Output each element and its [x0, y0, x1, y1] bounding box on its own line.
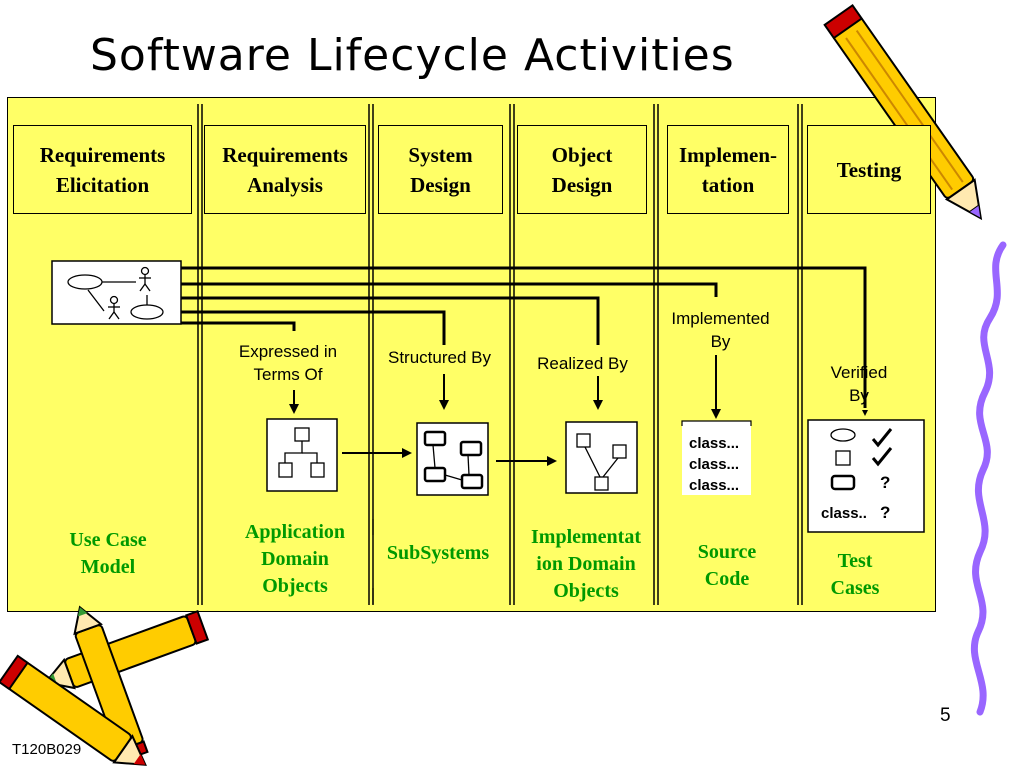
- header-line: System: [408, 142, 473, 167]
- unknown-mark: ?: [880, 503, 891, 522]
- output-line: Domain: [261, 548, 329, 570]
- label-line: Expressed in: [238, 342, 338, 361]
- use-case-diagram-icon: [51, 260, 182, 325]
- output-line: SubSystems: [386, 542, 490, 564]
- label-line: By: [849, 386, 869, 405]
- label-line: Verified: [830, 363, 888, 382]
- header-line: Testing: [836, 157, 902, 182]
- pencils-bottom-left-icon: [0, 605, 210, 766]
- squiggle-decoration-icon: [970, 241, 1007, 716]
- label-structured-by: Structured By: [372, 346, 507, 369]
- header-line: Elicitation: [55, 172, 150, 197]
- down-arrows: [289, 355, 868, 419]
- implementation-objects-diagram: [565, 421, 638, 494]
- output-subsystems: SubSystems: [372, 540, 504, 567]
- output-line: Implementat: [531, 526, 641, 548]
- output-line: Application: [244, 521, 346, 543]
- label-verified-by: Verified By: [806, 361, 912, 407]
- slide-title: Software Lifecycle Activities: [90, 30, 735, 81]
- output-line: Test: [837, 550, 873, 572]
- header-line: Requirements: [222, 142, 348, 167]
- horizontal-arrows: [342, 448, 557, 466]
- code-line: class...: [689, 456, 740, 473]
- subsystems-diagram: [416, 422, 489, 496]
- output-source-code: Source Code: [662, 539, 792, 593]
- header-line: Implemen-: [679, 142, 777, 167]
- output-line: Code: [704, 568, 750, 590]
- test-cases-box: [807, 419, 925, 533]
- output-line: Cases: [830, 577, 880, 599]
- header-line: Analysis: [247, 172, 323, 197]
- label-implemented-by: Implemented By: [658, 307, 783, 353]
- label-realized-by: Realized By: [520, 352, 645, 375]
- header-line: Design: [410, 172, 471, 197]
- output-use-case-model: Use Case Model: [28, 527, 188, 581]
- unknown-mark: ?: [880, 473, 891, 492]
- header-testing: Testing: [807, 125, 931, 214]
- header-line: tation: [701, 172, 755, 197]
- label-line: By: [710, 332, 731, 351]
- label-line: Implemented: [671, 309, 770, 328]
- output-application-domain-objects: Application Domain Objects: [220, 519, 370, 600]
- output-line: Source: [697, 541, 757, 563]
- test-class-label: class..: [821, 505, 867, 522]
- footer-course-code: T120B029: [12, 741, 82, 758]
- label-line: Terms Of: [253, 365, 323, 384]
- output-line: Model: [80, 556, 136, 578]
- slide-number: 5: [940, 705, 951, 726]
- output-line: Use Case: [69, 529, 147, 551]
- label-expressed-in-terms-of: Expressed in Terms Of: [218, 340, 358, 386]
- code-line: class...: [689, 435, 740, 452]
- output-implementation-domain-objects: Implementat ion Domain Objects: [515, 524, 657, 605]
- header-implementation: Implemen-tation: [667, 125, 789, 214]
- label-line: Structured By: [388, 348, 491, 367]
- traceability-lines: [181, 266, 867, 408]
- output-test-cases: Test Cases: [795, 548, 915, 602]
- code-line: class...: [689, 477, 740, 494]
- output-line: ion Domain: [536, 553, 636, 575]
- label-line: Realized By: [537, 354, 628, 373]
- header-line: Design: [551, 172, 613, 197]
- source-code-box: [681, 420, 752, 495]
- source-code-lines: class... class... class...: [689, 433, 739, 496]
- output-line: Objects: [262, 575, 328, 597]
- header-line: Requirements: [39, 142, 166, 167]
- header-line: Object: [551, 142, 613, 167]
- application-objects-diagram: [266, 418, 338, 492]
- output-line: Objects: [553, 580, 619, 602]
- pencil-top-right-icon: [823, 4, 983, 221]
